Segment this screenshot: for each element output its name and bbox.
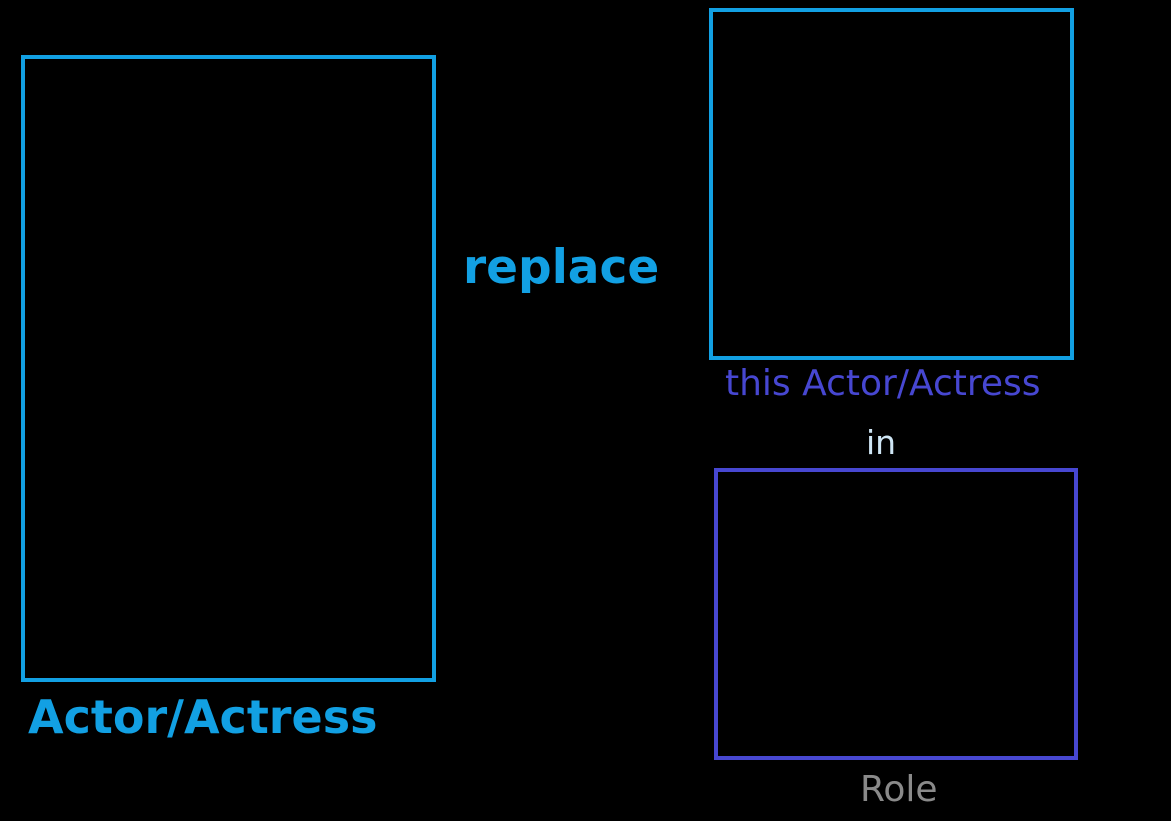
replacement-actor-image-placeholder xyxy=(709,8,1074,360)
in-label: in xyxy=(866,423,897,462)
role-label: Role xyxy=(860,769,938,810)
replacement-actor-label: this Actor/Actress xyxy=(725,363,1041,404)
actor-image-placeholder xyxy=(21,55,436,682)
role-image-placeholder xyxy=(714,468,1078,760)
actor-label: Actor/Actress xyxy=(28,690,378,744)
replace-label: replace xyxy=(463,240,660,295)
